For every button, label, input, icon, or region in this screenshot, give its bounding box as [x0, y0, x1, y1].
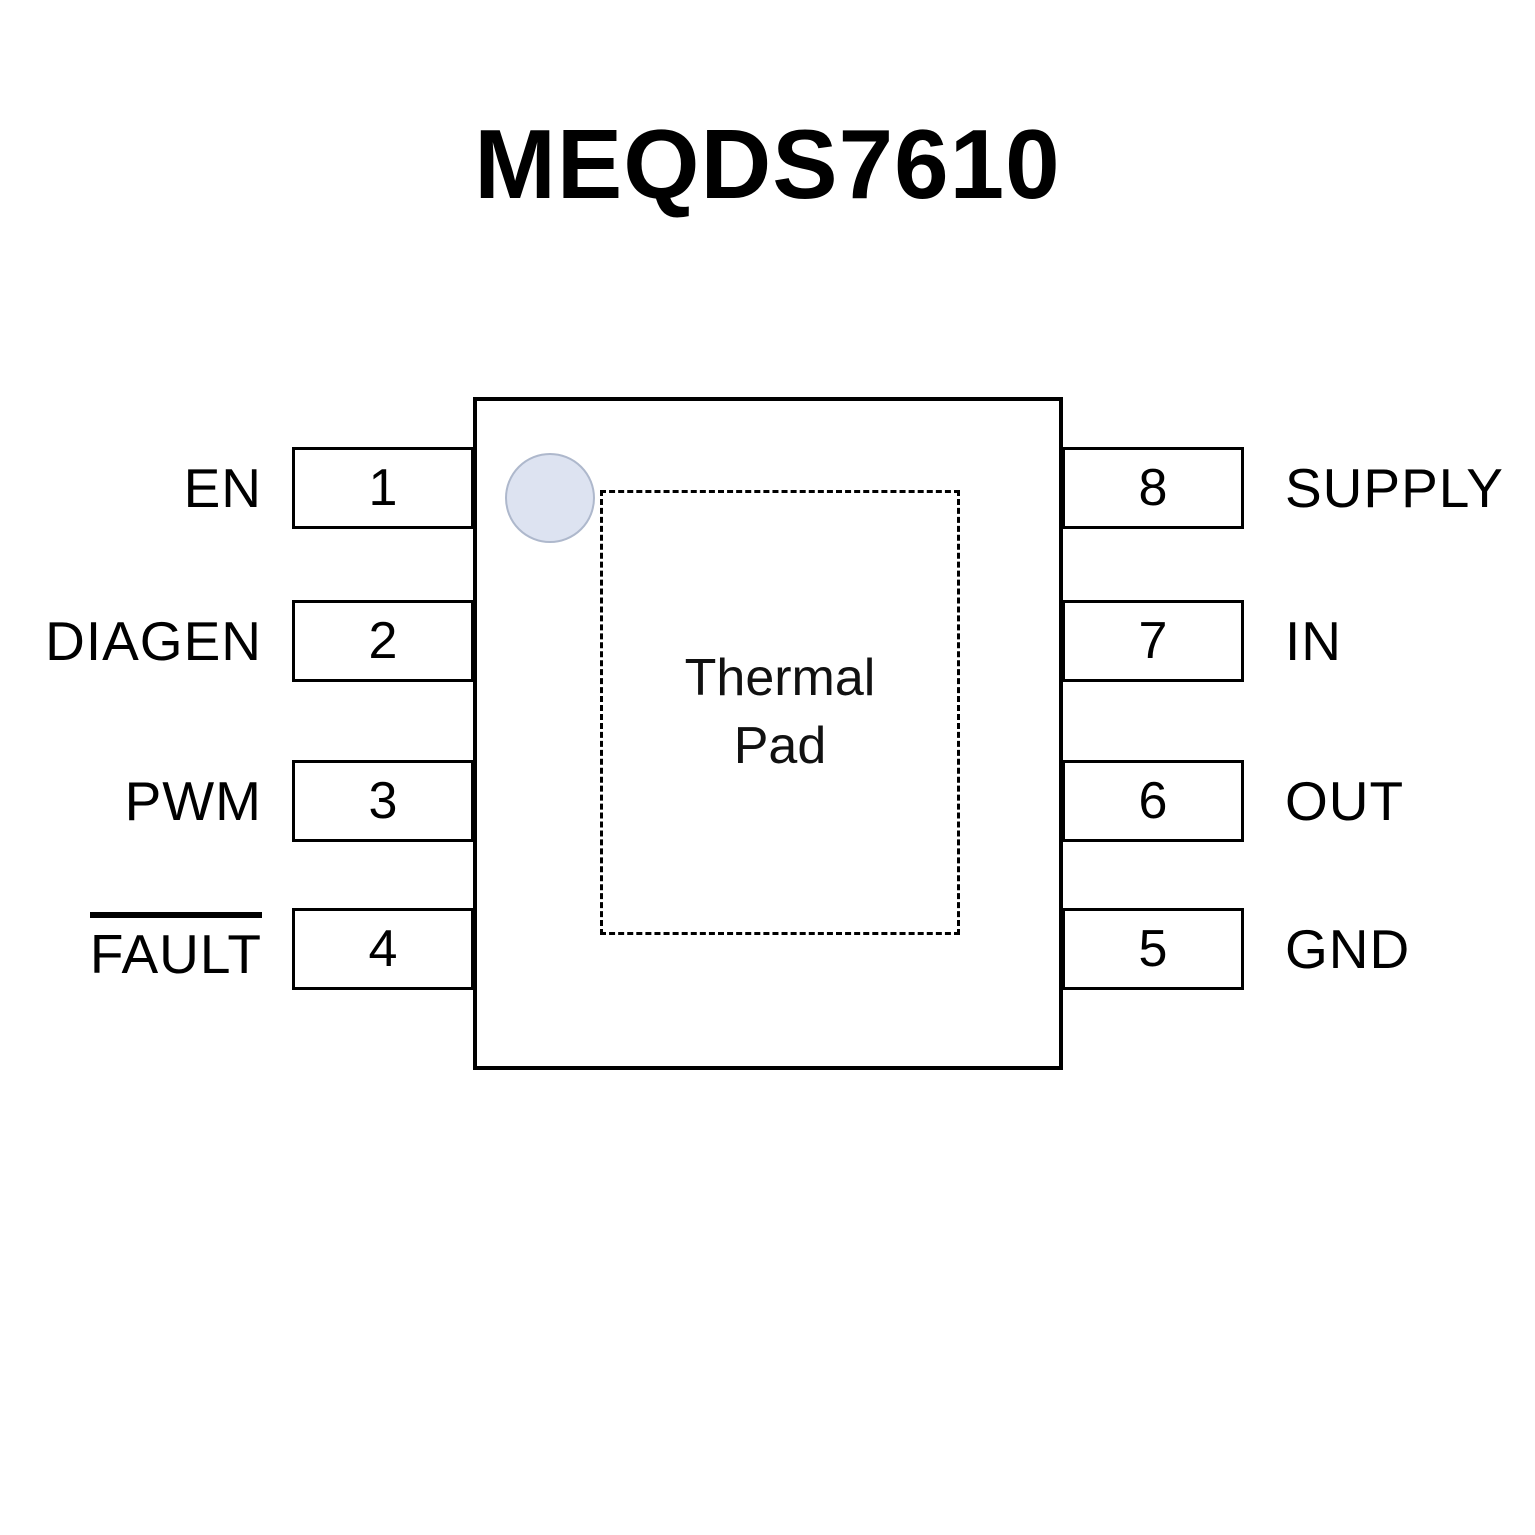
pin-number: 8 [1138, 459, 1168, 517]
chip-title: MEQDS7610 [474, 109, 1061, 219]
pin-label-in: IN [1285, 600, 1535, 682]
pin-box-8: 8 [1062, 447, 1244, 529]
pin-number: 5 [1138, 920, 1168, 978]
pin-label-text: OUT [1285, 770, 1405, 832]
pin-box-4: 4 [292, 908, 474, 990]
pin-box-2: 2 [292, 600, 474, 682]
pin-label-text: DIAGEN [45, 610, 262, 672]
pin-label-text: FAULT [89, 912, 262, 986]
thermal-pad: Thermal Pad [600, 490, 960, 935]
pin-number: 2 [368, 612, 398, 670]
pin-label-pwm: PWM [0, 760, 262, 842]
pin-label-fault: FAULT [0, 908, 262, 990]
pin-number: 6 [1138, 772, 1168, 830]
thermal-pad-label-line2: Pad [733, 716, 827, 775]
pin-label-out: OUT [1285, 760, 1535, 842]
pin-box-3: 3 [292, 760, 474, 842]
pin-box-6: 6 [1062, 760, 1244, 842]
pin-box-7: 7 [1062, 600, 1244, 682]
pin-label-text: EN [183, 457, 262, 519]
pin-label-diagen: DIAGEN [0, 600, 262, 682]
pin-label-text: GND [1285, 918, 1411, 980]
pin-label-en: EN [0, 447, 262, 529]
pin-label-supply: SUPPLY [1285, 447, 1535, 529]
pin-number: 1 [368, 459, 398, 517]
pin-box-5: 5 [1062, 908, 1244, 990]
pin-number: 3 [368, 772, 398, 830]
pin-number: 4 [368, 920, 398, 978]
pin-label-text: SUPPLY [1285, 457, 1504, 519]
thermal-pad-label-line1: Thermal [684, 648, 876, 707]
pin-box-1: 1 [292, 447, 474, 529]
pin-label-gnd: GND [1285, 908, 1535, 990]
pin-number: 7 [1138, 612, 1168, 670]
pin-label-text: IN [1285, 610, 1342, 672]
pin1-indicator-dot [505, 453, 595, 543]
pin-label-text: PWM [124, 770, 262, 832]
